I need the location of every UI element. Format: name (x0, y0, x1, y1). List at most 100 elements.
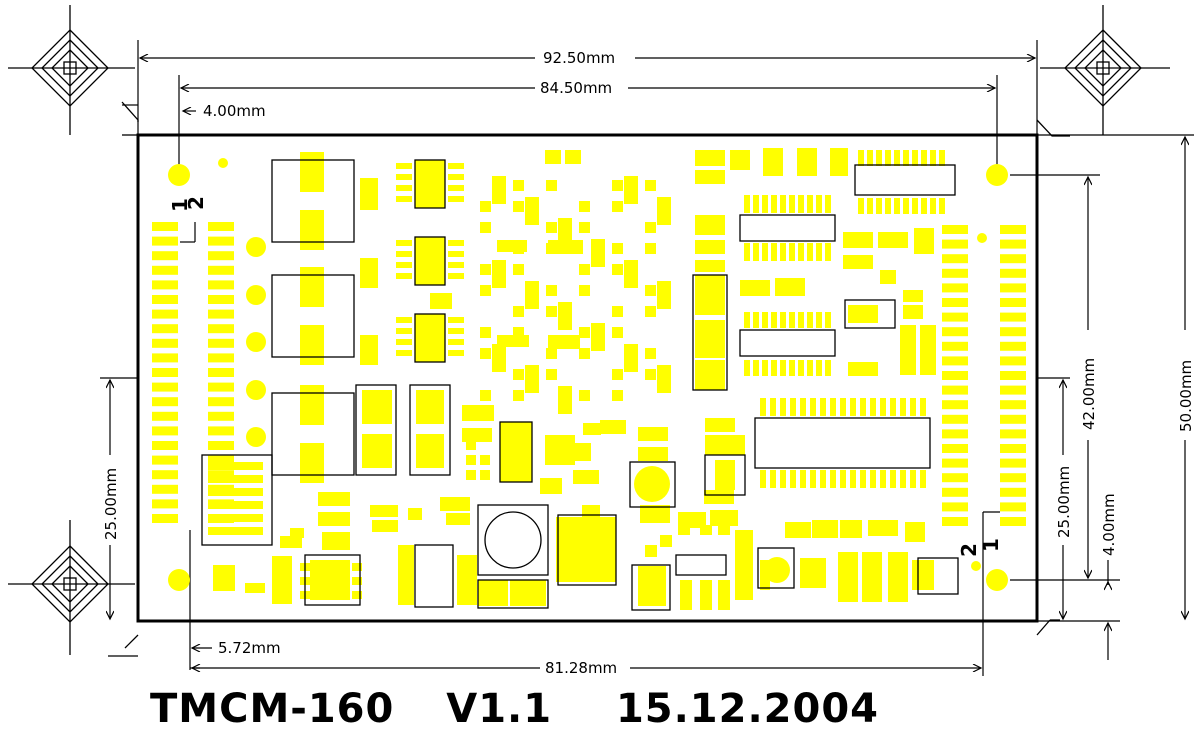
pad (678, 525, 690, 535)
pad (480, 201, 491, 212)
pad (942, 473, 968, 483)
component-outline (631, 564, 671, 611)
pad (657, 365, 671, 393)
pad (583, 423, 601, 435)
pad (510, 580, 546, 606)
pad (415, 237, 445, 285)
pad (480, 222, 491, 233)
round-pad (764, 557, 790, 583)
component-outline (201, 454, 273, 546)
pad (513, 369, 524, 380)
pad (558, 386, 572, 414)
pad (942, 458, 968, 468)
pad (497, 335, 529, 347)
pad (352, 563, 362, 571)
pad (208, 295, 234, 304)
pad (744, 360, 750, 376)
pad (718, 580, 730, 610)
pad (800, 558, 826, 588)
pad (466, 470, 476, 480)
pad (789, 312, 795, 328)
pad (798, 243, 804, 261)
pad (492, 176, 506, 204)
fiducial-top-left (8, 5, 135, 135)
round-pad (168, 164, 190, 186)
pad (885, 150, 891, 166)
pad (771, 312, 777, 328)
pad (579, 327, 590, 338)
pad (780, 195, 786, 213)
pcb-pads (152, 148, 1026, 610)
pad (903, 305, 923, 319)
pad (272, 556, 292, 604)
component-outline (917, 557, 959, 595)
pad (753, 195, 759, 213)
pad (462, 405, 494, 421)
pad (942, 400, 968, 410)
component-outline (484, 511, 542, 569)
pad (775, 278, 805, 296)
pad (591, 239, 605, 267)
pad (370, 505, 398, 517)
pad (280, 536, 302, 548)
pad (612, 264, 623, 275)
pad (645, 243, 656, 254)
component-outline (757, 547, 795, 589)
pad (705, 435, 745, 455)
pad (208, 309, 234, 319)
component-outline (271, 392, 355, 476)
pad (492, 344, 506, 372)
component-outline (704, 454, 746, 496)
pad (903, 150, 909, 166)
pad (640, 505, 670, 523)
fiducial-bottom-left (8, 520, 135, 655)
round-pad (246, 332, 266, 352)
pad (695, 260, 725, 272)
pad (612, 243, 623, 254)
pad (942, 517, 968, 526)
pad (546, 180, 557, 191)
pad (500, 422, 532, 482)
pad (1000, 487, 1026, 497)
round-pad (246, 285, 266, 305)
pad (942, 298, 968, 307)
pad (208, 368, 234, 377)
pad (645, 545, 657, 557)
pad (573, 470, 599, 484)
pad (480, 455, 490, 465)
pad (290, 528, 304, 538)
pad (152, 236, 178, 246)
pad (867, 150, 873, 166)
component-outline (739, 214, 836, 242)
pad (396, 328, 412, 334)
pad (942, 268, 968, 278)
pad (152, 295, 178, 304)
pad (152, 251, 178, 261)
pad (780, 398, 786, 416)
pad (910, 398, 916, 416)
pad (1000, 254, 1026, 264)
pad (208, 475, 263, 483)
pad (816, 195, 822, 213)
pad (208, 324, 234, 334)
pad (513, 201, 524, 212)
pad (300, 267, 324, 307)
pad (152, 309, 178, 319)
component-outline (414, 313, 446, 363)
pad (942, 356, 968, 366)
pad (448, 251, 464, 257)
pad (513, 390, 524, 401)
pad (638, 447, 668, 461)
pad (1000, 298, 1026, 307)
pad (396, 163, 412, 169)
pad (300, 385, 324, 425)
pad (1000, 239, 1026, 249)
pad (513, 264, 524, 275)
pad (360, 258, 378, 288)
pad (152, 368, 178, 377)
component-outline (739, 329, 836, 357)
pad (638, 427, 668, 441)
board-title: TMCM-160 V1.1 15.12.2004 (150, 686, 879, 732)
pad (492, 260, 506, 288)
pad (780, 470, 786, 488)
